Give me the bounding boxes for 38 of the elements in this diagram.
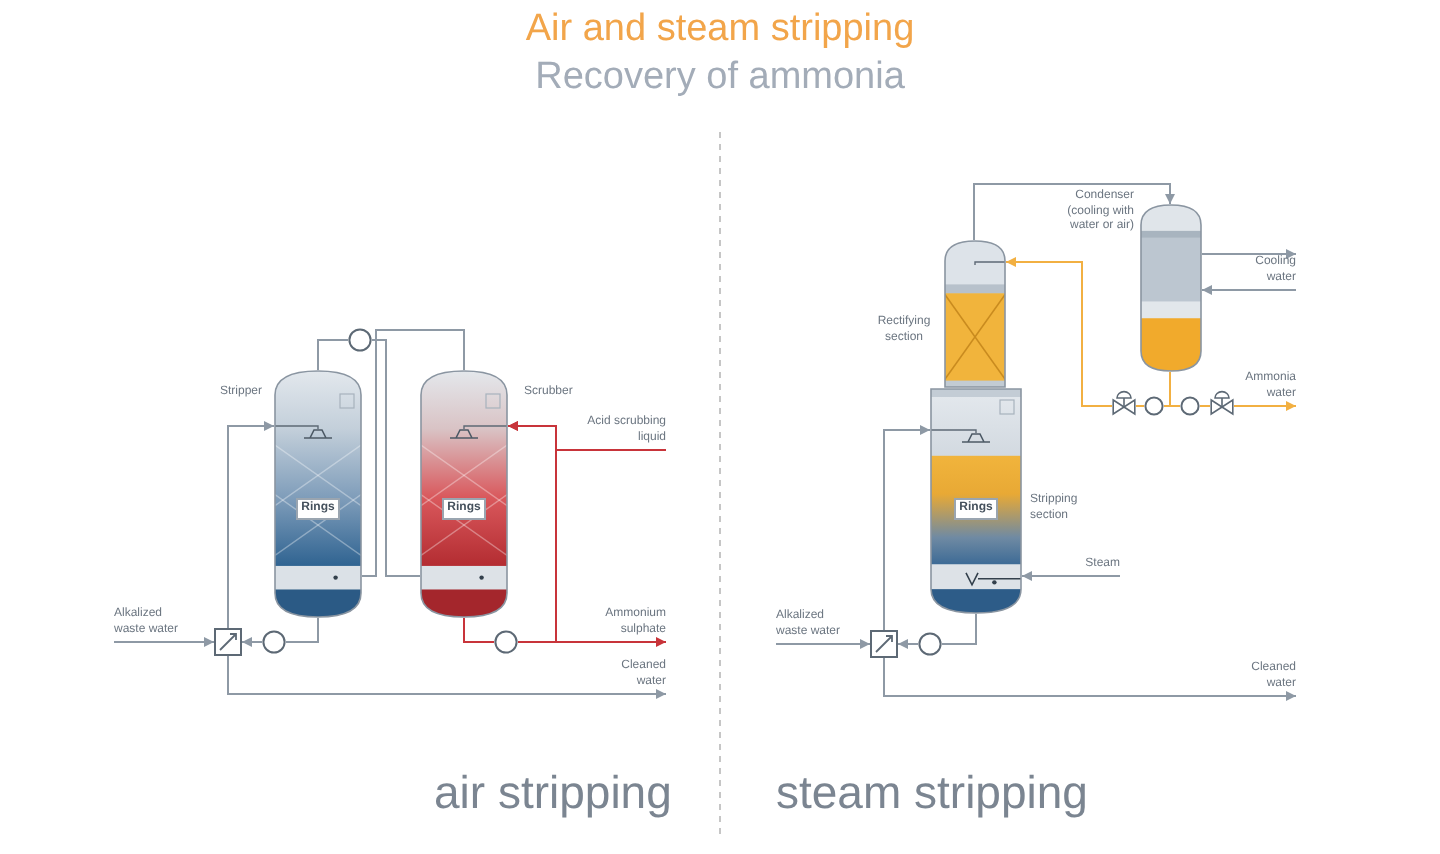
pipe-line bbox=[1199, 405, 1211, 407]
flow-arrow bbox=[883, 425, 931, 631]
pump-icon bbox=[918, 632, 942, 656]
flow-arrow bbox=[241, 637, 263, 647]
valve-icon bbox=[1210, 390, 1234, 416]
heat-exchanger-icon bbox=[870, 630, 898, 658]
pipe-line bbox=[317, 339, 349, 371]
flow-arrow bbox=[1005, 257, 1113, 407]
flow-arrow bbox=[1201, 285, 1297, 295]
section-heading: steam stripping bbox=[776, 768, 1088, 819]
pipe-line bbox=[361, 329, 465, 577]
flow-arrow bbox=[227, 655, 667, 699]
pump-icon bbox=[1144, 396, 1164, 416]
pump-icon bbox=[494, 630, 518, 654]
pump-icon bbox=[348, 328, 372, 352]
flow-arrow bbox=[883, 657, 1297, 701]
flow-arrow bbox=[1021, 571, 1121, 581]
pipe-line bbox=[285, 617, 319, 643]
flow-arrow bbox=[973, 183, 1175, 241]
pipe-line bbox=[1135, 405, 1145, 407]
subtitle: Recovery of ammonia bbox=[535, 58, 905, 100]
flow-arrow bbox=[1233, 401, 1297, 411]
flow-arrow bbox=[897, 639, 919, 649]
heat-exchanger-icon bbox=[214, 628, 242, 656]
pipe-line bbox=[371, 339, 421, 577]
section-heading: air stripping bbox=[434, 768, 672, 819]
pipe-line bbox=[941, 613, 977, 645]
flow-arrow bbox=[1201, 249, 1297, 259]
pipe-line bbox=[1169, 371, 1181, 407]
pump-icon bbox=[1180, 396, 1200, 416]
flow-arrow bbox=[775, 639, 871, 649]
title: Air and steam stripping bbox=[525, 10, 915, 52]
valve-icon bbox=[1112, 390, 1136, 416]
flow-arrow bbox=[507, 421, 557, 643]
flow-arrow bbox=[227, 421, 275, 629]
pipe-line bbox=[463, 617, 495, 643]
pump-icon bbox=[262, 630, 286, 654]
flow-arrow bbox=[113, 637, 215, 647]
